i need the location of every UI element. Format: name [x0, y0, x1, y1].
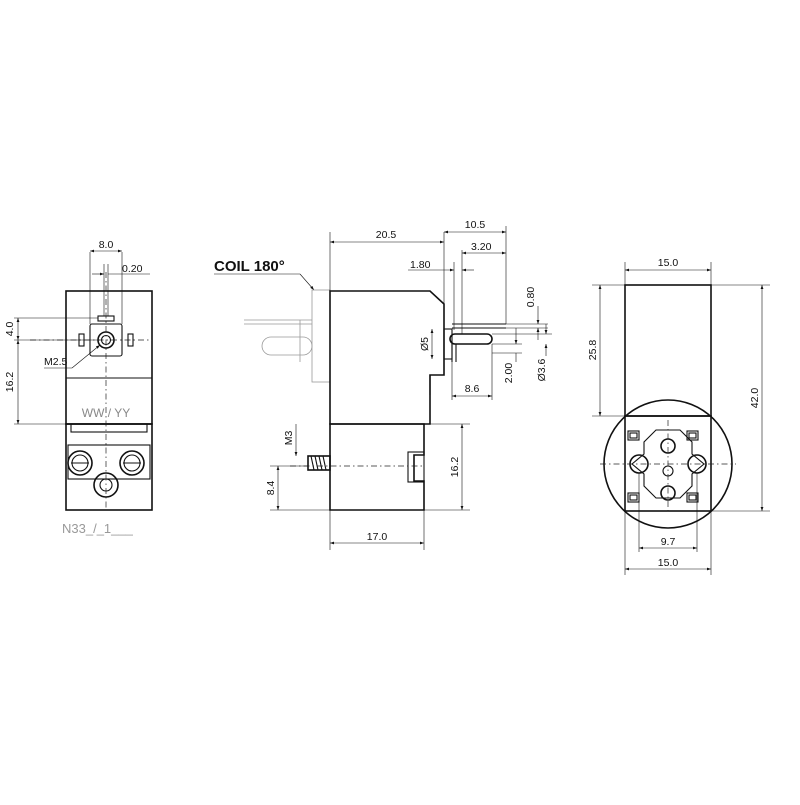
dim-front-offset: 0.20	[122, 263, 143, 275]
front-view: 8.0 0.20 4.0 16.2 M2.5 WW / YY N33_/_1__…	[4, 239, 153, 536]
dim-body-height: 16.2	[449, 457, 461, 478]
side-coil-body	[329, 290, 445, 425]
dim-length-total: 20.5	[376, 229, 397, 241]
side-thread-label: M3	[283, 431, 295, 446]
dim-length-d: 1.80	[410, 259, 431, 271]
port-screw-right	[119, 450, 145, 476]
dim-end-width-top: 15.0	[658, 257, 679, 269]
dim-pin-diameter: 0.80	[525, 287, 537, 308]
dim-total-height: 42.0	[749, 388, 761, 409]
dim-front-height-b: 16.2	[4, 372, 16, 393]
side-thread-stud	[307, 455, 331, 471]
dim-port-spacing: 9.7	[661, 536, 676, 548]
rotated-coil-ghost	[244, 289, 331, 383]
dim-pin-offset: 2.00	[503, 363, 515, 384]
side-view: COIL 180°	[214, 219, 552, 550]
side-connector	[443, 323, 506, 362]
dim-front-height-a: 4.0	[4, 322, 16, 337]
end-view: 15.0 25.8 42.0 9.7 15.0	[587, 257, 770, 575]
dim-base-length: 17.0	[367, 531, 388, 543]
dim-length-c: 3.20	[471, 241, 492, 253]
end-port-plate	[631, 429, 705, 499]
coil-rotation-label: COIL 180°	[214, 258, 285, 275]
dim-end-width-bottom: 15.0	[658, 557, 679, 569]
dim-connector-diameter: Ø5	[419, 337, 431, 351]
dim-front-width: 8.0	[99, 239, 114, 251]
dim-pin-length: 8.6	[465, 383, 480, 395]
end-coil-body	[624, 284, 712, 417]
dim-pin-socket: Ø3.6	[536, 358, 548, 381]
coil-marking: WW / YY	[82, 406, 130, 420]
port-screw-left	[67, 450, 93, 476]
dim-length-b: 10.5	[465, 219, 486, 231]
front-thread-label: M2.5	[44, 356, 68, 368]
dim-coil-height: 25.8	[587, 340, 599, 361]
side-valve-body	[329, 423, 425, 511]
front-coil-body	[65, 290, 153, 425]
dim-thread-height: 8.4	[265, 481, 277, 496]
part-number: N33_/_1___	[62, 521, 134, 536]
